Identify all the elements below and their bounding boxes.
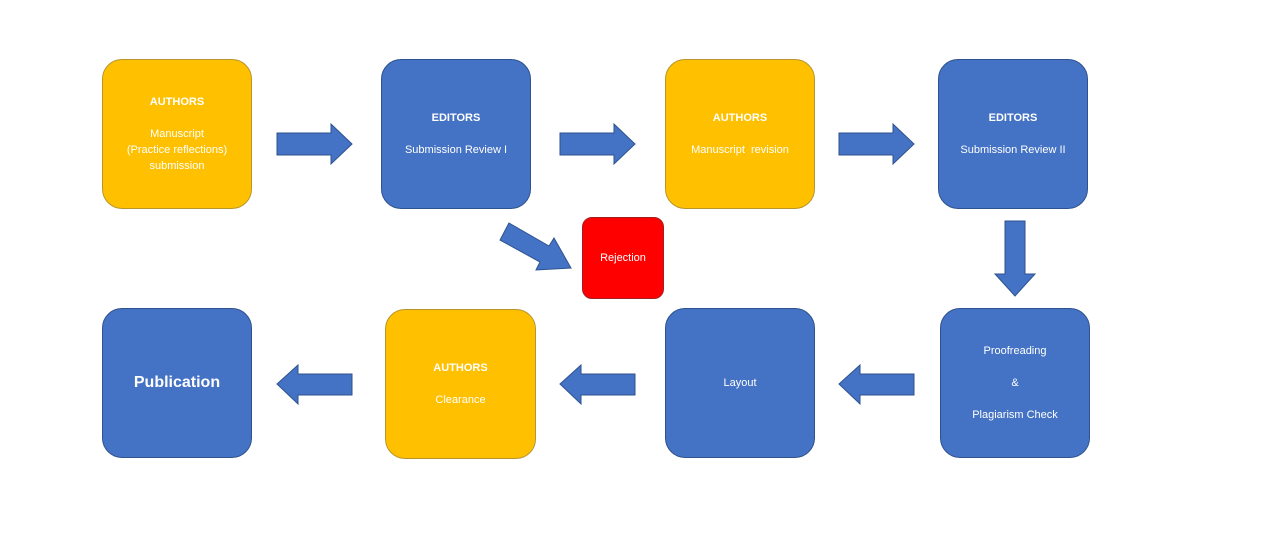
- proofreading-line3: Plagiarism Check: [972, 409, 1058, 421]
- publication-box: Publication: [102, 308, 252, 458]
- arrow-right-2: [559, 122, 636, 166]
- authors-submission-text: Manuscript (Practice reflections) submis…: [126, 128, 228, 172]
- arrow-to-rejection: [499, 222, 572, 271]
- proofreading-stack: Proofreading & Plagiarism Check: [972, 343, 1058, 423]
- editors-review-1-role: EDITORS: [431, 112, 481, 124]
- proofreading-line2: &: [1011, 377, 1019, 389]
- arrow-left-3: [276, 363, 353, 406]
- editors-review-2-role: EDITORS: [988, 112, 1038, 124]
- authors-clearance-text: Clearance: [435, 394, 486, 406]
- arrow-left-1: [838, 363, 915, 406]
- authors-revision-role: AUTHORS: [712, 112, 768, 124]
- arrow-right-1: [276, 122, 353, 166]
- editors-review-1-box: EDITORS Submission Review I: [381, 59, 531, 209]
- rejection-box: Rejection: [582, 217, 664, 299]
- layout-box: Layout: [665, 308, 815, 458]
- authors-revision-text: Manuscript revision: [691, 144, 789, 156]
- authors-clearance-box: AUTHORS Clearance: [385, 309, 536, 459]
- authors-revision-box: AUTHORS Manuscript revision: [665, 59, 815, 209]
- proofreading-box: Proofreading & Plagiarism Check: [940, 308, 1090, 458]
- authors-submission-role: AUTHORS: [149, 96, 205, 108]
- arrow-right-3: [838, 122, 915, 166]
- publication-text: Publication: [133, 374, 221, 391]
- arrow-down: [993, 220, 1037, 297]
- arrow-left-2: [559, 363, 636, 406]
- authors-clearance-role: AUTHORS: [433, 362, 488, 374]
- layout-text: Layout: [723, 377, 757, 389]
- authors-submission-box: AUTHORS Manuscript (Practice reflections…: [102, 59, 252, 209]
- editors-review-2-box: EDITORS Submission Review II: [938, 59, 1088, 209]
- proofreading-line1: Proofreading: [983, 345, 1047, 357]
- editors-review-2-text: Submission Review II: [960, 144, 1066, 156]
- rejection-text: Rejection: [600, 252, 646, 264]
- editors-review-1-text: Submission Review I: [404, 144, 508, 156]
